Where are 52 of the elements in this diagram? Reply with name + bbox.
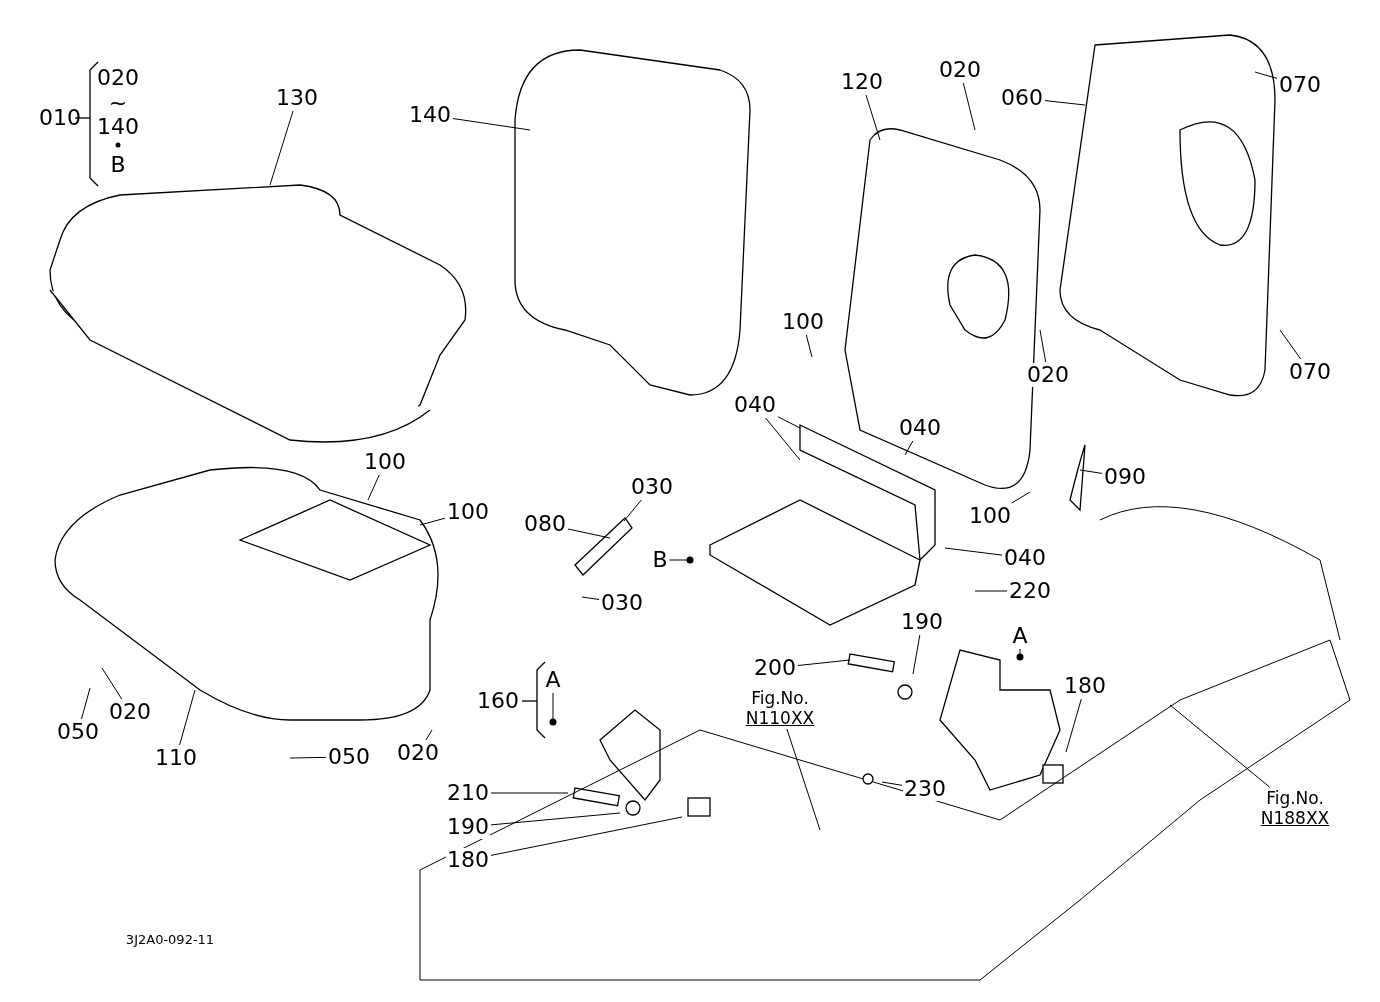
leader-line — [101, 667, 123, 700]
callout-number: 020 — [1026, 363, 1070, 387]
leader-line — [269, 110, 294, 186]
leader-line — [786, 728, 821, 831]
leader-line — [452, 118, 531, 131]
leader-line — [1079, 469, 1103, 474]
leader-line — [1279, 329, 1302, 360]
leader-line — [962, 82, 976, 131]
leader-line — [669, 556, 694, 564]
leader-line — [623, 499, 642, 522]
callout-number: 190 — [446, 815, 490, 839]
leader-line — [419, 517, 446, 526]
part-number: 140 — [97, 115, 139, 139]
leader-line — [1044, 100, 1086, 106]
leader-line — [1016, 648, 1024, 661]
leader-line — [865, 94, 881, 141]
leader-line — [490, 816, 683, 856]
leader-line — [974, 590, 1008, 592]
leader-line — [1011, 491, 1031, 504]
leader-line — [179, 689, 196, 746]
leader-line — [765, 417, 801, 461]
leader-line — [1169, 704, 1270, 788]
leader-line — [1254, 71, 1278, 79]
leader-line — [944, 547, 1003, 556]
leader-line — [490, 812, 621, 826]
leader-line — [367, 474, 380, 501]
leader-line — [425, 729, 433, 741]
callout-number: 010 — [39, 106, 81, 130]
leader-line — [81, 687, 91, 720]
callout-number: 160 — [477, 689, 519, 713]
figure-number: N110XX — [745, 708, 815, 728]
leader-line — [549, 692, 557, 726]
drawing-number: 3J2A0-092-11 — [125, 931, 215, 949]
leader-line — [797, 659, 851, 666]
figure-reference-label: Fig.No. — [750, 688, 810, 708]
figure-reference-label: Fig.No. — [1265, 788, 1325, 808]
leader-line — [490, 792, 569, 794]
range-mark: ~ — [108, 91, 128, 115]
callout-number: 230 — [903, 777, 947, 801]
reference-letter: B — [110, 153, 126, 177]
leader-line — [904, 440, 914, 456]
figure-number: N188XX — [1260, 808, 1330, 828]
leader-line — [912, 634, 921, 675]
part-number: 020 — [97, 66, 139, 90]
leader-line — [581, 596, 600, 600]
leader-line — [1039, 329, 1047, 363]
leader-line — [1065, 698, 1082, 753]
leader-line — [805, 334, 813, 358]
leader-line — [777, 416, 801, 429]
leader-line — [567, 528, 611, 539]
leader-line — [289, 756, 327, 759]
leader-line — [881, 781, 903, 786]
